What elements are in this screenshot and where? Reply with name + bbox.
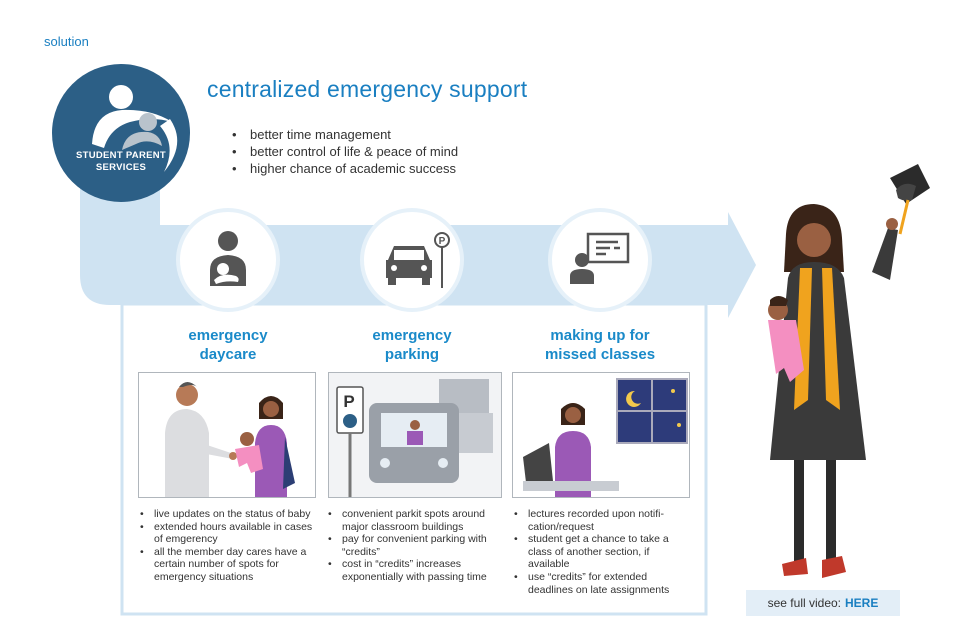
bullet-item: live updates on the status of baby [136,508,316,521]
student-parent-services-logo: STUDENT PARENT SERVICES [52,64,190,202]
car-parking-icon: P [386,232,450,288]
video-prefix: see full video: [767,596,842,610]
parking-icon-circle: P [364,212,460,308]
logo-text-line1: STUDENT PARENT [75,150,167,161]
parking-sign-letter: P [343,392,355,411]
benefits-list: better time management better control of… [232,126,458,177]
graduate-mother-illustration [768,164,930,578]
parent-child-logo-icon [92,85,178,172]
bullet-item: cost in “credits” increases exponentiall… [324,558,502,583]
service-title-line: making up for [550,327,650,344]
logo-text-line2: SERVICES [95,162,147,173]
bullet-item: lectures recorded upon notifi-cation/req… [510,508,688,533]
parking-illustration [328,372,502,498]
service-title-classes: making up for missed classes [520,326,680,364]
service-title-line: missed classes [544,346,656,363]
bullet-item: pay for convenient parking with “credits… [324,533,502,558]
section-label: solution [44,34,89,49]
bullet-item: use “credits” for extended deadlines on … [510,571,688,596]
benefit-item: higher chance of academic success [232,160,458,177]
presentation-icon [570,232,630,284]
service-title-parking: emergency parking [332,326,492,364]
parking-bullets: convenient parkit spots around major cla… [324,508,502,584]
service-title-daycare: emergency daycare [148,326,308,364]
video-link-box: see full video: HERE [746,590,900,616]
service-title-line: daycare [199,346,257,363]
bullet-item: student get a chance to take a class of … [510,533,688,571]
svg-text:P: P [439,236,446,247]
service-title-line: emergency [188,327,268,344]
mother-baby-icon [210,231,246,286]
bullet-item: convenient parkit spots around major cla… [324,508,502,533]
daycare-illustration [138,372,316,498]
classes-bullets: lectures recorded upon notifi-cation/req… [510,508,688,596]
benefit-item: better control of life & peace of mind [232,143,458,160]
daycare-bullets: live updates on the status of baby exten… [136,508,316,584]
bullet-item: extended hours available in cases of emg… [136,521,316,546]
service-title-line: emergency [372,327,452,344]
video-link-here[interactable]: HERE [845,596,879,610]
classes-illustration [512,372,690,498]
classes-icon-circle [552,212,648,308]
benefit-item: better time management [232,126,458,143]
bullet-item: all the member day cares have a certain … [136,546,316,584]
service-title-line: parking [384,346,440,363]
daycare-icon-circle [180,212,276,308]
page-title: centralized emergency support [207,76,528,102]
graduation-cap-icon [890,164,930,235]
